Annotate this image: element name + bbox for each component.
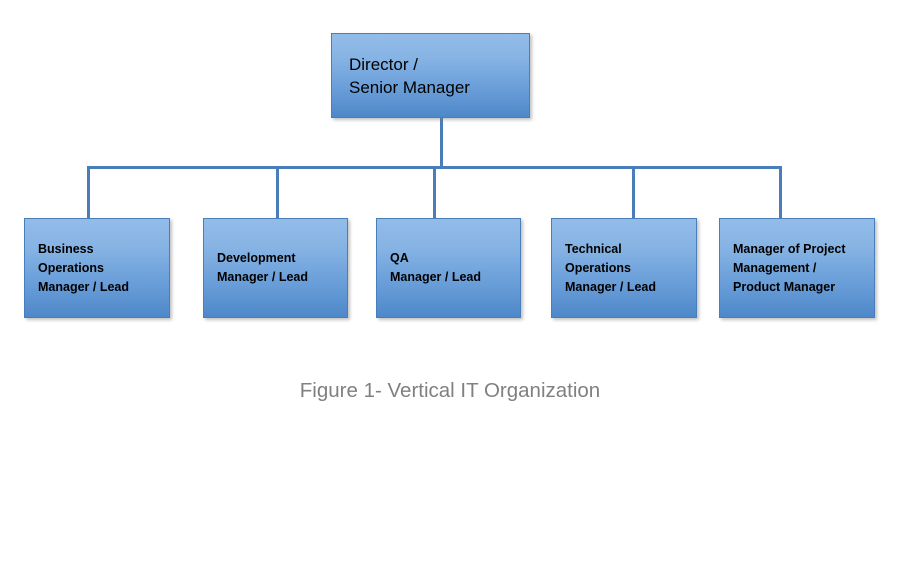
org-node-development-label: Development Manager / Lead (217, 251, 308, 284)
org-node-technical-operations[interactable]: Technical Operations Manager / Lead (551, 218, 697, 318)
connector-drop-5 (779, 166, 782, 219)
org-node-qa[interactable]: QA Manager / Lead (376, 218, 521, 318)
org-node-business-operations[interactable]: Business Operations Manager / Lead (24, 218, 170, 318)
org-node-project-management-label: Manager of Project Management / Product … (733, 241, 846, 294)
org-node-project-management[interactable]: Manager of Project Management / Product … (719, 218, 875, 318)
org-node-technical-operations-label: Technical Operations Manager / Lead (565, 241, 656, 294)
org-node-business-operations-label: Business Operations Manager / Lead (38, 241, 129, 294)
connector-drop-3 (433, 166, 436, 219)
connector-drop-4 (632, 166, 635, 219)
connector-drop-1 (87, 166, 90, 219)
connector-drop-2 (276, 166, 279, 219)
org-node-development[interactable]: Development Manager / Lead (203, 218, 348, 318)
org-node-director-label: Director / Senior Manager (349, 54, 470, 97)
org-node-director[interactable]: Director / Senior Manager (331, 33, 530, 118)
org-node-qa-label: QA Manager / Lead (390, 251, 481, 284)
figure-caption: Figure 1- Vertical IT Organization (299, 379, 601, 402)
connector-root-stem (440, 118, 443, 168)
